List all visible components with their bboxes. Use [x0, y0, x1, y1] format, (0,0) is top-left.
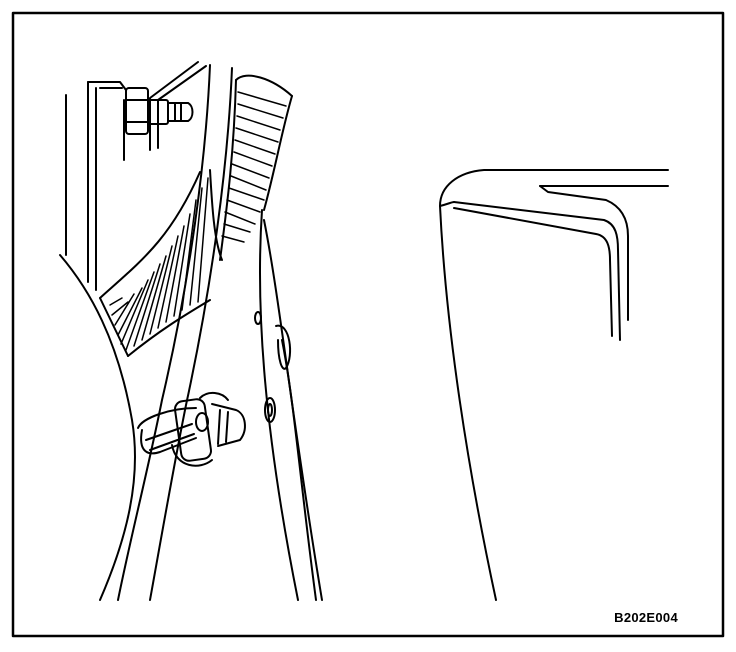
- frame-bracket: [65, 81, 127, 291]
- body-curve-left: [59, 254, 137, 601]
- hatched-panel-lower: [99, 169, 223, 357]
- body-pillar: [254, 209, 323, 601]
- hatching-upper: [221, 91, 287, 243]
- mounting-bolt: [125, 87, 194, 135]
- rear-panel: [439, 169, 669, 601]
- retaining-strap: [149, 61, 207, 151]
- hatching-lower: [109, 177, 209, 351]
- main-hose: [117, 64, 233, 601]
- hose-clip: [137, 392, 246, 467]
- figure-frame: [11, 11, 725, 638]
- figure-code: B202E004: [614, 610, 678, 625]
- hatched-pillar-upper: [219, 74, 293, 261]
